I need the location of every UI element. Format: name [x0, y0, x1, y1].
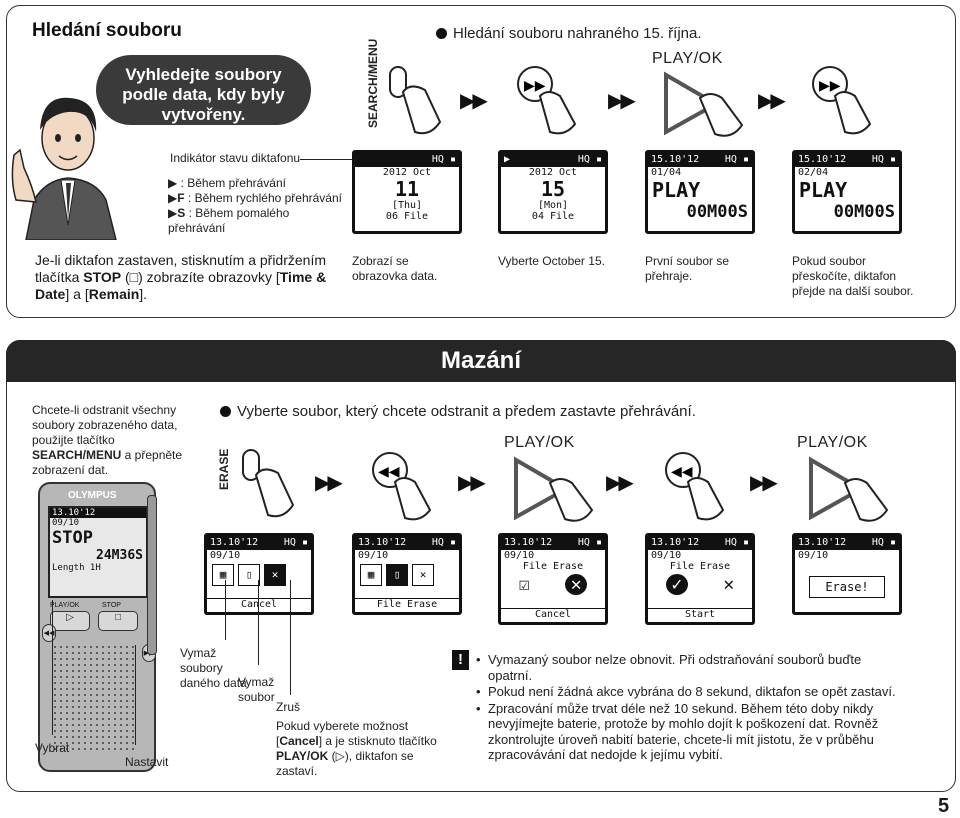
page-number: 5: [938, 795, 950, 817]
recorder-device: OLYMPUS 13.10'12 09/10 STOP 24M36S Lengt…: [38, 482, 156, 772]
cancel-circle-icon: ✕: [565, 574, 588, 595]
ff-button-press-icon-2[interactable]: ▶▶: [805, 62, 875, 137]
confirm-check-icon: ☑: [518, 574, 530, 595]
next-arrows-icon: ▶▶: [608, 90, 636, 112]
erase-file-icon: ▯: [386, 564, 408, 586]
play-ok-press-icon-bottom[interactable]: [510, 455, 600, 525]
callout-zrus: Zruš: [276, 700, 300, 714]
callout-cancel-note: Pokud vyberete možnost [Cancel] a je sti…: [276, 719, 437, 778]
warning-list: Vymazaný soubor nelze obnovit. Při odstr…: [476, 652, 896, 764]
warning-item: Zpracování může trvat déle než 10 sekund…: [476, 701, 896, 763]
next-arrows-icon: ▶▶: [758, 90, 786, 112]
erase-date-icon: ▦: [212, 564, 234, 586]
leader-line: [258, 580, 259, 665]
caption-first-file: První soubor se přehraje.: [645, 254, 730, 283]
erase-button-press-icon[interactable]: [238, 445, 298, 520]
playok-label-top: PLAY/OK: [652, 50, 723, 67]
next-arrows-icon: ▶▶: [315, 472, 343, 494]
device-display: 13.10'12 09/10 STOP 24M36S Length 1H: [48, 506, 148, 598]
search-title: Hledání souboru: [32, 20, 182, 41]
device-stop-button[interactable]: □: [98, 611, 138, 631]
erase-left-text: Chcete-li odstranit všechny soubory zobr…: [32, 403, 183, 477]
svg-text:◀◀: ◀◀: [378, 464, 400, 480]
indicator-title: Indikátor stavu diktafonu: [170, 151, 301, 165]
callout-vybrat: Vybrat: [35, 741, 70, 755]
ff-button-press-icon[interactable]: ▶▶: [510, 62, 580, 137]
playok-label-bottom-2: PLAY/OK: [797, 434, 868, 451]
next-arrows-icon: ▶▶: [458, 472, 486, 494]
playok-label-bottom-1: PLAY/OK: [504, 434, 575, 451]
warning-icon: !: [452, 650, 469, 670]
erase-banner: Mazání: [6, 340, 956, 382]
erase-headline: Vyberte soubor, který chcete odstranit a…: [220, 403, 696, 420]
callout-vymaz-soubor: Vymaž soubor: [238, 675, 275, 704]
device-brand: OLYMPUS: [68, 490, 117, 501]
warning-item: Pokud není žádná akce vybrána do 8 sekun…: [476, 684, 896, 700]
svg-text:◀◀: ◀◀: [671, 464, 693, 480]
search-menu-label: SEARCH/MENU: [366, 38, 380, 128]
confirm-check-icon: ✓: [665, 574, 688, 595]
date-screen-1: HQ ▪ 2012 Oct 11 [Thu] 06 File: [352, 150, 462, 234]
leader-line: [290, 580, 291, 695]
caption-date-screen: Zobrazí se obrazovka data.: [352, 254, 438, 283]
cancel-x-icon: ✕: [412, 564, 434, 586]
leader-line: [135, 645, 136, 745]
device-playok-label: PLAY/OK: [50, 602, 80, 609]
rewind-button-press-icon[interactable]: ◀◀: [365, 448, 435, 523]
erase-done-box: Erase!: [809, 576, 885, 598]
callout-nastavit: Nastavit: [125, 755, 169, 769]
callout-vymaz-soubory: Vymaž soubory daného data: [180, 646, 247, 690]
device-speaker-grille: [52, 644, 136, 754]
next-arrows-icon: ▶▶: [460, 90, 488, 112]
svg-text:▶▶: ▶▶: [524, 78, 546, 94]
rewind-button-press-icon-2[interactable]: ◀◀: [658, 448, 728, 523]
cancel-x-icon: ✕: [723, 574, 735, 595]
play-ok-press-icon-bottom-2[interactable]: [805, 455, 895, 525]
search-button-press-icon[interactable]: [385, 62, 445, 137]
cancel-x-icon: ✕: [264, 564, 286, 586]
erase-file-icon: ▯: [238, 564, 260, 586]
search-headline: Hledání souboru nahraného 15. října.: [436, 25, 702, 42]
leader-line: [225, 580, 226, 640]
svg-text:▶▶: ▶▶: [819, 78, 841, 94]
date-screen-2: ▶HQ ▪ 2012 Oct 15 [Mon] 04 File: [498, 150, 608, 234]
indicator-leader-line: [300, 159, 380, 160]
indicator-list: ▶ : Během přehrávání ▶F : Během rychlého…: [168, 176, 342, 235]
presenter-illustration: [11, 97, 117, 240]
device-rewind-button[interactable]: ◀◀: [42, 624, 56, 642]
next-arrows-icon: ▶▶: [606, 472, 634, 494]
play-ok-press-icon[interactable]: [660, 70, 750, 140]
erase-date-icon: ▦: [360, 564, 382, 586]
next-arrows-icon: ▶▶: [750, 472, 778, 494]
device-play-button[interactable]: ▷: [50, 611, 90, 631]
warning-item: Vymazaný soubor nelze obnovit. Při odstr…: [476, 652, 896, 683]
device-side-buttons: [147, 495, 157, 655]
search-body-text: Je-li diktafon zastaven, stisknutím a př…: [35, 252, 327, 302]
leader-line: [52, 600, 53, 735]
caption-select-oct15: Vyberte October 15.: [498, 254, 605, 268]
device-stop-label: STOP: [102, 602, 121, 609]
caption-skip-file: Pokud soubor přeskočíte, diktafon přejde…: [792, 254, 914, 298]
speech-bubble: Vyhledejte soubory podle data, kdy byly …: [96, 55, 311, 125]
erase-label: ERASE: [217, 448, 231, 490]
